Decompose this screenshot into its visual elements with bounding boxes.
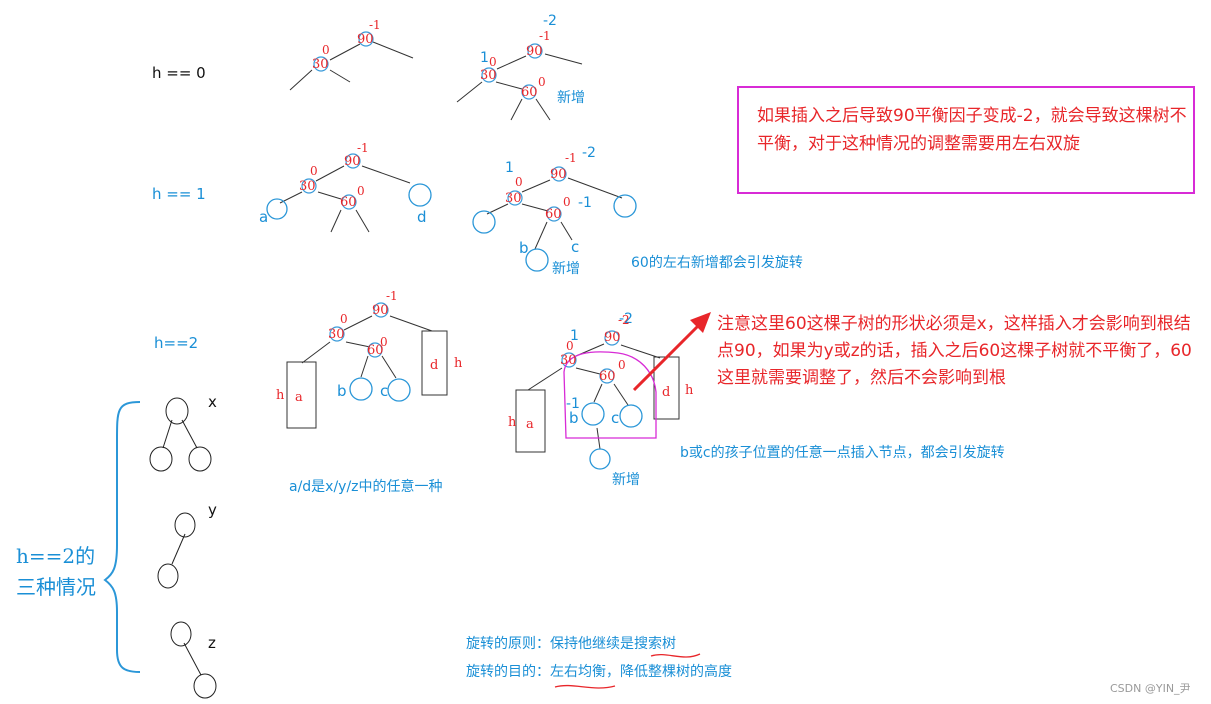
subtree-label-a: a	[259, 208, 269, 226]
balance-60: 0	[357, 184, 365, 198]
case-label-h1: h == 1	[152, 185, 206, 203]
subtree-height-h: h	[276, 388, 285, 403]
balance-30: 0	[340, 312, 348, 326]
node-90: 90	[357, 32, 374, 47]
balance-90: -2	[543, 13, 557, 29]
subtree-height-h: h	[508, 415, 517, 430]
subtree-label-b: b	[519, 239, 529, 257]
note-double-rotation: 如果插入之后导致90平衡因子变成-2，就会导致这棵树不平衡，对于这种情况的调整需…	[737, 86, 1195, 194]
node-30: 30	[328, 327, 345, 342]
subtree-label-a: a	[295, 390, 303, 405]
inserted-label: 新增	[552, 261, 580, 277]
subtree-label-d: d	[430, 358, 439, 373]
balance-90: -2	[619, 311, 633, 327]
node-30: 30	[505, 191, 522, 206]
principle-line-2: 旋转的目的：左右均衡，降低整棵树的高度	[466, 664, 732, 680]
caption-ad: a/d是x/y/z中的任意一种	[289, 479, 443, 495]
shape-label-y: y	[208, 501, 217, 519]
node-30: 30	[480, 68, 497, 83]
subtree-label-d: d	[662, 385, 671, 400]
note-subtree-shape: 注意这里60这棵子树的形状必须是x，这样插入才会影响到根结点90，如果为y或z的…	[717, 314, 1192, 388]
watermark: CSDN @YIN_尹	[1110, 682, 1191, 695]
inserted-label: 新增	[557, 90, 585, 106]
subtree-label-b: b	[337, 382, 347, 400]
balance-90: -1	[565, 151, 577, 165]
node-30: 30	[560, 353, 577, 368]
node-60: 60	[599, 369, 616, 384]
balance-60: 0	[618, 358, 626, 372]
balance-60: 0	[563, 195, 571, 209]
node-90: 90	[526, 44, 543, 59]
balance-60: -1	[578, 195, 592, 211]
principle-line-1: 旋转的原则：保持他继续是搜索树	[466, 636, 676, 652]
node-60: 60	[545, 207, 562, 222]
balance-90: -1	[357, 141, 369, 155]
balance-60: 0	[538, 75, 546, 89]
balance-30: 1	[570, 328, 579, 344]
node-90: 90	[550, 167, 567, 182]
balance-90: -1	[386, 289, 398, 303]
node-90: 90	[344, 154, 361, 169]
node-90: 90	[372, 303, 389, 318]
subtree-label-c: c	[380, 382, 389, 400]
brace-label: h==2的 三种情况	[16, 544, 96, 599]
subtree-height-h: h	[454, 356, 463, 371]
caption-bc-insert: b或c的孩子位置的任意一点插入节点，都会引发旋转	[680, 445, 1005, 461]
balance-90: -1	[539, 29, 551, 43]
balance-30: 0	[515, 175, 523, 189]
subtree-label-c: c	[611, 409, 620, 427]
node-30: 30	[299, 179, 316, 194]
balance-30: 1	[505, 160, 514, 176]
subtree-label-b: b	[569, 409, 579, 427]
balance-30: 0	[310, 164, 318, 178]
balance-90: -1	[369, 18, 381, 32]
node-60: 60	[367, 343, 384, 358]
balance-90: -2	[582, 145, 596, 161]
subtree-label-a: a	[526, 417, 534, 432]
balance-30: 0	[322, 43, 330, 57]
shape-label-x: x	[208, 393, 217, 411]
shape-label-z: z	[208, 634, 216, 652]
case-label-h0: h == 0	[152, 64, 206, 82]
node-60: 60	[521, 85, 538, 100]
node-60: 60	[340, 195, 357, 210]
subtree-height-h: h	[685, 383, 694, 398]
inserted-label: 新增	[612, 472, 640, 488]
balance-30: 1	[480, 50, 489, 66]
case-label-h2: h==2	[154, 334, 199, 352]
balance-90: -2	[618, 313, 630, 327]
balance-30: 0	[489, 55, 497, 69]
caption-60-insert: 60的左右新增都会引发旋转	[631, 255, 803, 271]
node-30: 30	[312, 57, 329, 72]
balance-30: 0	[566, 339, 574, 353]
subtree-label-d: d	[417, 208, 427, 226]
subtree-label-c: c	[571, 238, 580, 256]
node-90: 90	[604, 330, 621, 345]
balance-b: -1	[566, 396, 580, 412]
balance-60: 0	[380, 335, 388, 349]
